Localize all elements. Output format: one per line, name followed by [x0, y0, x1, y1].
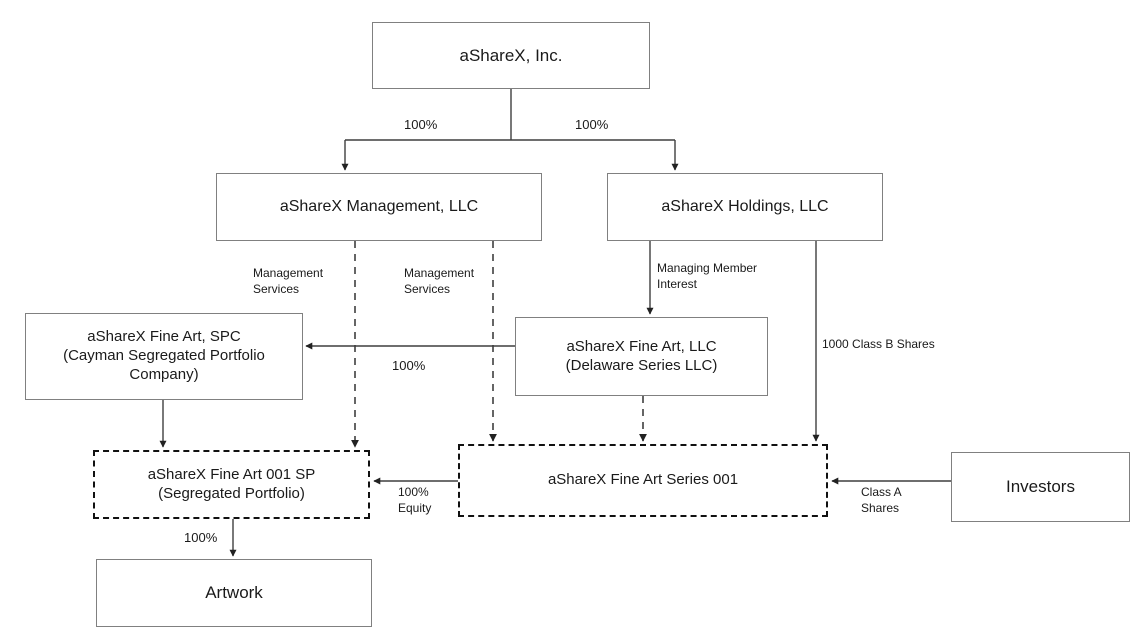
node-label-line: aShareX Management, LLC	[279, 198, 479, 215]
edge-label-management-services-1: Management Services	[253, 266, 324, 296]
node-artwork[interactable]: Artwork	[96, 559, 372, 627]
node-ashx-fine-art-001-sp[interactable]: aShareX Fine Art 001 SP(Segregated Portf…	[93, 450, 370, 519]
node-label-line: aShareX, Inc.	[459, 45, 563, 65]
node-label-artwork: Artwork	[97, 582, 371, 603]
edge-label-pct-100-artwork: 100%	[184, 530, 218, 545]
node-ashx-management[interactable]: aShareX Management, LLC	[216, 173, 542, 241]
node-label-line: Artwork	[205, 583, 263, 603]
edge-inc-to-split	[345, 89, 675, 141]
node-label-line: Investors	[1006, 477, 1075, 497]
edge-label-managing-member: Managing Member Interest	[657, 261, 758, 291]
node-label-ashx-fine-art-001-sp: aShareX Fine Art 001 SP(Segregated Portf…	[95, 466, 368, 504]
edge-label-management-services-2: Management Services	[404, 266, 475, 296]
edge-label-pct-100-equity: 100% Equity	[398, 485, 432, 515]
node-label-line: (Delaware Series LLC)	[565, 356, 718, 374]
node-label-line: (Segregated Portfolio)	[158, 484, 305, 502]
node-label-line: aShareX Fine Art, SPC	[87, 328, 241, 346]
edge-label-pct-100-right-top: 100%	[575, 117, 609, 132]
node-label-ashx-holdings: aShareX Holdings, LLC	[608, 197, 882, 217]
node-investors[interactable]: Investors	[951, 452, 1130, 522]
node-label-ashx-inc: aShareX, Inc.	[373, 45, 649, 66]
node-label-line: aShareX Fine Art 001 SP	[147, 465, 316, 483]
node-label-ashx-fine-art-llc: aShareX Fine Art, LLC(Delaware Series LL…	[516, 338, 767, 376]
node-label-ashx-fine-art-series-001: aShareX Fine Art Series 001	[460, 471, 826, 490]
node-label-line: Company)	[129, 365, 199, 383]
node-ashx-inc[interactable]: aShareX, Inc.	[372, 22, 650, 89]
node-label-ashx-management: aShareX Management, LLC	[217, 197, 541, 217]
edge-label-class-a-shares: Class A Shares	[861, 485, 902, 515]
node-label-investors: Investors	[952, 476, 1129, 497]
node-label-ashx-fine-art-spc: aShareX Fine Art, SPC(Cayman Segregated …	[26, 328, 302, 384]
node-ashx-fine-art-llc[interactable]: aShareX Fine Art, LLC(Delaware Series LL…	[515, 317, 768, 396]
node-label-line: aShareX Fine Art, LLC	[566, 337, 717, 355]
edge-label-class-b-shares: 1000 Class B Shares	[822, 337, 935, 351]
node-label-line: (Cayman Segregated Portfolio	[63, 347, 265, 365]
edge-label-pct-100-left-top: 100%	[404, 117, 438, 132]
edge-label-pct-100-spc: 100%	[392, 358, 426, 373]
node-label-line: aShareX Fine Art Series 001	[547, 471, 739, 489]
node-ashx-fine-art-spc[interactable]: aShareX Fine Art, SPC(Cayman Segregated …	[25, 313, 303, 400]
node-ashx-fine-art-series-001[interactable]: aShareX Fine Art Series 001	[458, 444, 828, 517]
node-label-line: aShareX Holdings, LLC	[661, 198, 829, 215]
node-ashx-holdings[interactable]: aShareX Holdings, LLC	[607, 173, 883, 241]
